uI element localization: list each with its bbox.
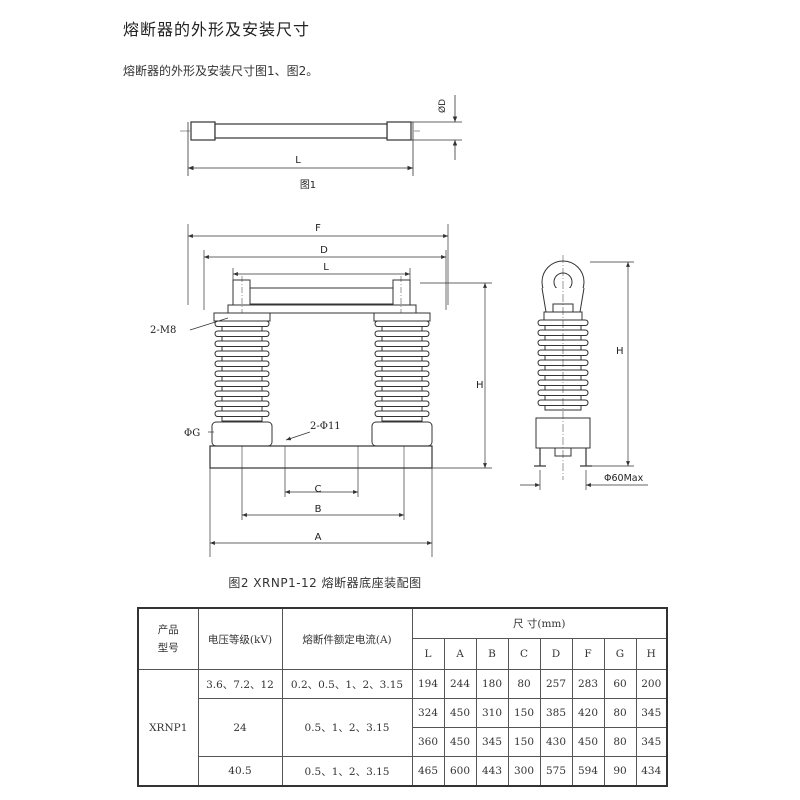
right-insulator — [371, 312, 433, 447]
dim-cell: 600 — [443, 756, 477, 787]
dim-cell: 575 — [539, 756, 573, 787]
header-dim-col: B — [475, 638, 509, 670]
dim-cell: 420 — [571, 698, 605, 728]
header-dim-col: H — [635, 638, 668, 670]
dim-C-label: C — [315, 484, 322, 495]
voltage-cell: 24 — [197, 698, 283, 757]
dim-cell: 385 — [539, 698, 573, 728]
header-current: 熔断件额定电流(A) — [281, 607, 413, 670]
dim-cell: 150 — [507, 727, 541, 757]
current-cell: 0.5、1、2、3.15 — [281, 756, 413, 787]
header-dim-col: D — [539, 638, 573, 670]
dim-cell: 310 — [475, 698, 509, 728]
dim-cell: 450 — [443, 727, 477, 757]
current-cell: 0.5、1、2、3.15 — [281, 698, 413, 757]
dim-cell: 594 — [571, 756, 605, 787]
dim-cell: 80 — [603, 698, 637, 728]
fig1-caption: 图1 — [300, 179, 316, 191]
figure2-side-view — [520, 255, 648, 490]
dim-cell: 360 — [411, 727, 445, 757]
dim-cell: 450 — [571, 727, 605, 757]
dim-cell: 450 — [443, 698, 477, 728]
dim-cell: 244 — [443, 669, 477, 699]
header-dimensions: 尺 寸(mm) — [411, 607, 668, 639]
dim-cell: 150 — [507, 698, 541, 728]
dim-L-label: L — [323, 262, 329, 273]
dim-cell: 324 — [411, 698, 445, 728]
header-dim-col: L — [411, 638, 445, 670]
dim-H-label: H — [476, 380, 484, 391]
dim-cell: 345 — [475, 727, 509, 757]
dim-cell: 200 — [635, 669, 668, 699]
dim-A-label: A — [315, 532, 322, 543]
dim-cell: 443 — [475, 756, 509, 787]
spec-table: 产品 型号 电压等级(kV) 熔断件额定电流(A) 尺 寸(mm) L A B … — [137, 607, 668, 787]
header-voltage: 电压等级(kV) — [197, 607, 283, 670]
hole-label: 2-Φ11 — [310, 421, 341, 432]
dim-cell: 434 — [635, 756, 668, 787]
dim-cell: 80 — [603, 727, 637, 757]
dim-cell: 194 — [411, 669, 445, 699]
voltage-cell: 40.5 — [197, 756, 283, 787]
dim-D-label: D — [320, 245, 328, 256]
bolt-label: 2-M8 — [150, 325, 176, 336]
current-cell: 0.2、0.5、1、2、3.15 — [281, 669, 413, 699]
header-product-model: 产品 型号 — [137, 607, 199, 670]
voltage-cell: 3.6、7.2、12 — [197, 669, 283, 699]
page-heading: 熔断器的外形及安装尺寸 — [123, 20, 311, 39]
table-row: 24 0.5、1、2、3.15 324 450 310 150 385 420 … — [138, 698, 668, 757]
dim-cell: 283 — [571, 669, 605, 699]
phiG-label: ΦG — [184, 428, 200, 439]
fig1-length-label: L — [295, 155, 301, 166]
technical-drawing: ØD L 图1 — [150, 95, 648, 557]
header-dim-col: C — [507, 638, 541, 670]
table-row: XRNP1 3.6、7.2、12 0.2、0.5、1、2、3.15 194 24… — [137, 669, 668, 787]
side-base-label: Φ60Max — [604, 473, 644, 484]
figure2-front-view — [187, 224, 492, 557]
table-row: 360 450 345 150 430 450 80 345 — [138, 727, 668, 757]
intro-text: 熔断器的外形及安装尺寸图1、图2。 — [123, 64, 319, 78]
header-dim-col: A — [443, 638, 477, 670]
header-dim-col: G — [603, 638, 637, 670]
dim-F-label: F — [315, 223, 321, 234]
dim-B-label: B — [315, 504, 322, 515]
left-insulator — [211, 312, 273, 447]
dim-cell: 80 — [507, 669, 541, 699]
dim-cell: 257 — [539, 669, 573, 699]
header-dim-col: F — [571, 638, 605, 670]
dim-cell: 465 — [411, 756, 445, 787]
dim-cell: 345 — [635, 698, 668, 728]
fig1-diameter-label: ØD — [437, 99, 448, 113]
table-row: 40.5 0.5、1、2、3.15 465 600 443 300 575 59… — [138, 756, 668, 787]
figure2-caption: 图2 XRNP1-12 熔断器底座装配图 — [228, 576, 422, 590]
dim-cell: 90 — [603, 756, 637, 787]
dim-cell: 60 — [603, 669, 637, 699]
dim-cell: 180 — [475, 669, 509, 699]
figure1-fuse-drawing — [180, 95, 462, 176]
dim-cell: 430 — [539, 727, 573, 757]
dim-cell: 300 — [507, 756, 541, 787]
dim-cell: 345 — [635, 727, 668, 757]
model-cell: XRNP1 — [137, 669, 199, 787]
side-H-label: H — [616, 346, 624, 357]
